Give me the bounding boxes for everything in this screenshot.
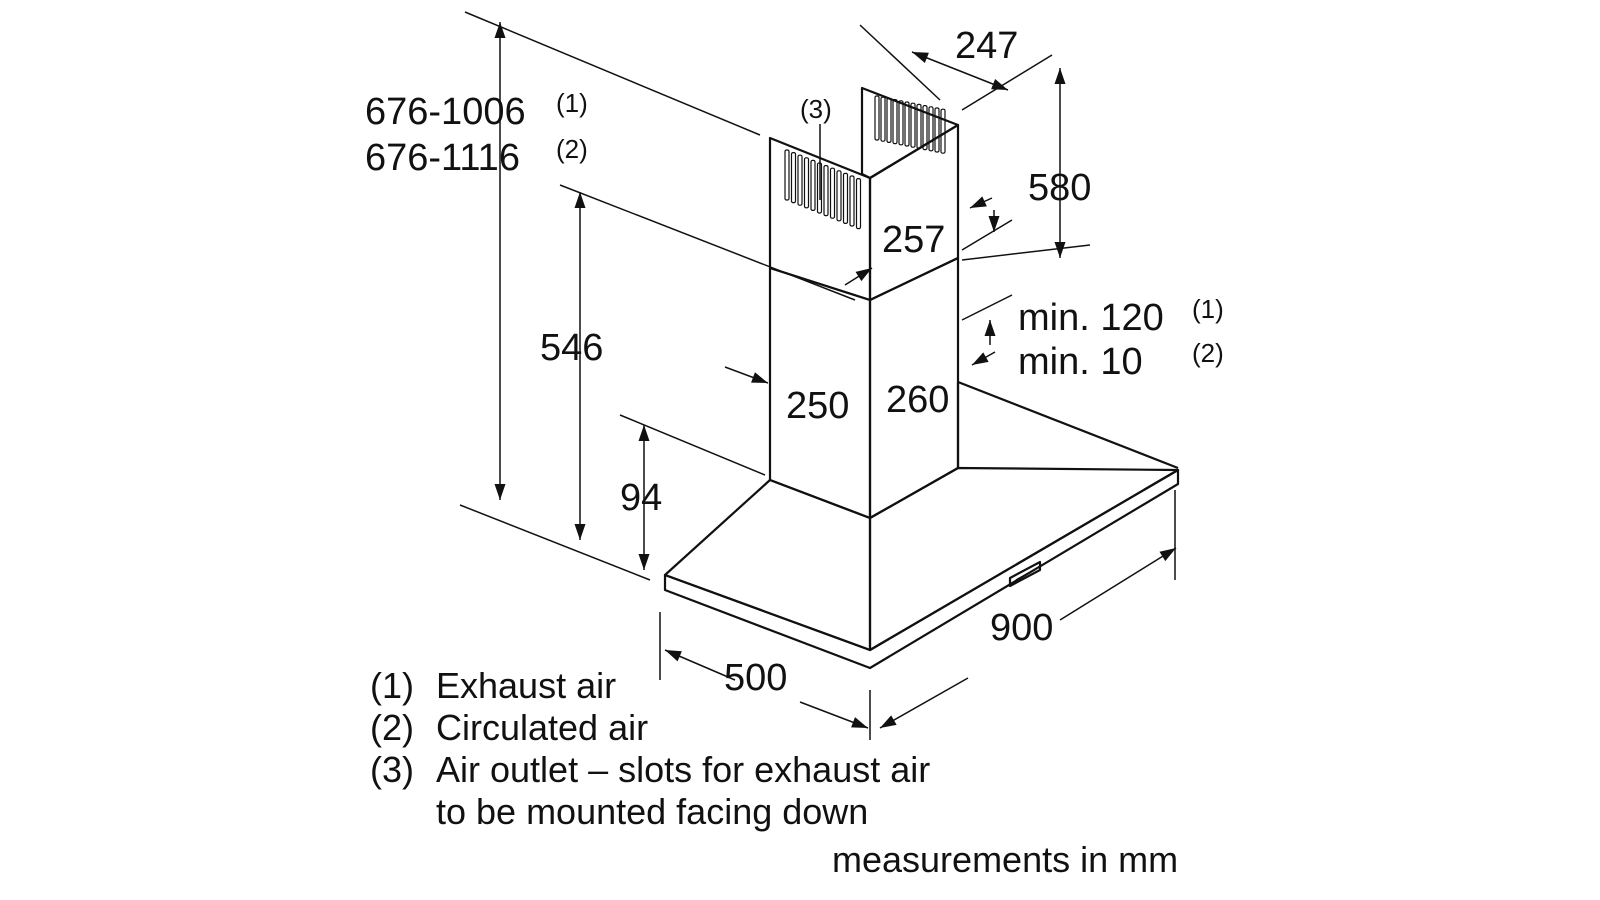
arrow-head (851, 717, 868, 728)
legend-text: to be mounted facing down (436, 791, 868, 832)
legend-key: (1) (370, 665, 414, 706)
clearance-circulated-note: (2) (1192, 338, 1224, 368)
control-panel-icon (1008, 560, 1042, 588)
hood-width-dimension-right (1059, 547, 1177, 621)
hood-depth-label: 500 (724, 657, 787, 699)
dimension-lines (494, 22, 1177, 729)
arrow-head (494, 484, 506, 500)
vent-slots-icon (784, 149, 862, 230)
chimney-lower-width-arrow (724, 366, 769, 384)
legend-text: Air outlet – slots for exhaust air (436, 749, 930, 790)
chimney-upper-depth-arrow-b (988, 210, 1000, 232)
arrow-head (751, 372, 768, 383)
arrow-head (970, 196, 987, 208)
canopy-rim (663, 468, 1180, 670)
hood-width-label: 900 (990, 607, 1053, 649)
arrow-head (880, 715, 897, 728)
chimney-upper-height-label: 580 (1028, 167, 1091, 209)
canopy-height-dimension (638, 425, 650, 570)
legend-text: Circulated air (436, 707, 648, 748)
arrow-head (855, 268, 872, 282)
chimney-lower-width-label: 250 (786, 385, 849, 427)
canopy-top-edge (957, 380, 1179, 470)
arrow-head (1159, 548, 1176, 562)
chimney-upper-depth-label: 257 (882, 219, 945, 261)
total-height-exhaust-label: 676-1006 (365, 91, 526, 133)
clearance-exhaust-note: (1) (1192, 294, 1224, 324)
total-height-circulated-note: (2) (556, 134, 588, 164)
arrow-head (1054, 68, 1066, 84)
clearance-dimension-up (984, 320, 996, 345)
chimney-upper-depth-arrow-a (969, 196, 993, 209)
arrow-head (972, 352, 989, 365)
chimney-width-top-label: 247 (955, 25, 1018, 67)
legend: (1) Exhaust air (2) Circulated air (3) A… (370, 665, 1178, 880)
legend-key: (3) (370, 749, 414, 790)
chimney-lower-height-label: 546 (540, 327, 603, 369)
arrow-head (912, 52, 929, 64)
arrow-head (494, 22, 506, 38)
upper-chimney-back (860, 86, 960, 180)
arrow-head (638, 554, 650, 570)
legend-text: Exhaust air (436, 665, 616, 706)
clearance-circulated-label: min. 10 (1018, 341, 1143, 383)
hood-width-dimension-left (879, 677, 969, 729)
chimney-width-top-dimension (911, 51, 1009, 91)
canopy-front (663, 478, 872, 652)
total-height-circulated-label: 676-1116 (365, 137, 520, 179)
chimney-upper-height-dimension (1054, 68, 1066, 258)
hood-depth-dimension-left (664, 649, 736, 681)
legend-key: (2) (370, 707, 414, 748)
dimension-labels: 676-1006 (1) 676-1116 (2) (3) 247 580 25… (365, 25, 1224, 699)
arrow-head (984, 320, 996, 336)
arrow-head (574, 192, 586, 208)
canopy-height-label: 94 (620, 477, 662, 519)
arrow-head (991, 78, 1008, 90)
units-note: measurements in mm (832, 839, 1178, 880)
total-height-dimension (494, 22, 506, 500)
arrow-head (1054, 242, 1066, 258)
arrow-head (574, 524, 586, 540)
chimney-lower-depth-label: 260 (886, 379, 949, 421)
hood-depth-dimension-right (799, 701, 869, 729)
arrow-head (988, 216, 1000, 232)
vent-slots-icon (874, 95, 946, 154)
chimney-lower-height-dimension (574, 192, 586, 540)
total-height-exhaust-note: (1) (556, 88, 588, 118)
clearance-dimension-down (971, 351, 996, 366)
slots-marker-label: (3) (800, 94, 832, 124)
arrow-head (665, 650, 682, 662)
range-hood (663, 86, 1180, 670)
arrow-head (638, 425, 650, 441)
chimney-upper-depth-arrow-c (844, 267, 873, 286)
clearance-exhaust-label: min. 120 (1018, 297, 1164, 339)
